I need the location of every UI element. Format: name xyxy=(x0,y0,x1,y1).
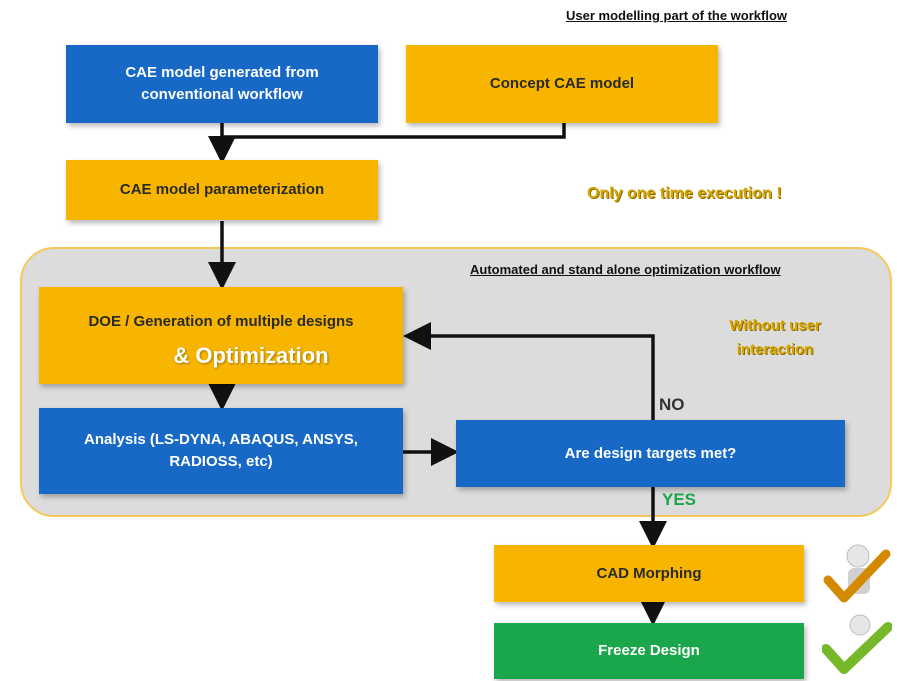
doe-box: DOE / Generation of multiple designs & O… xyxy=(39,287,403,384)
one-time-note: Only one time execution ! xyxy=(587,185,782,202)
parameterization-label: CAE model parameterization xyxy=(119,181,325,198)
no-label: NO xyxy=(659,395,685,414)
no-loop-arrow xyxy=(403,322,655,420)
concept-model-label: Concept CAE model xyxy=(489,75,635,92)
checkmark-icon xyxy=(822,614,892,674)
automation-panel-title: Automated and stand alone optimization w… xyxy=(470,262,781,277)
doe-label: DOE / Generation of multiple designs xyxy=(88,313,354,330)
analysis-label: Analysis (LS-DYNA, ABAQUS, ANSYS, RADIOS… xyxy=(84,431,358,470)
conventional-model-box: CAE model generated from conventional wo… xyxy=(66,45,378,123)
no-user-interaction-note: Without user interaction xyxy=(729,317,821,358)
freeze-design-label: Freeze Design xyxy=(598,642,700,659)
parameterization-box: CAE model parameterization xyxy=(66,160,378,220)
cad-morphing-box: CAD Morphing xyxy=(494,545,804,602)
person-with-check-icon xyxy=(823,544,891,603)
optimization-label: & Optimization xyxy=(173,343,329,368)
freeze-design-box: Freeze Design xyxy=(494,623,804,679)
targets-label: Are design targets met? xyxy=(564,444,737,462)
yes-label: YES xyxy=(662,490,697,509)
conventional-model-label: CAE model generated from conventional wo… xyxy=(125,64,319,103)
concept-model-box: Concept CAE model xyxy=(406,45,718,123)
analysis-box: Analysis (LS-DYNA, ABAQUS, ANSYS, RADIOS… xyxy=(39,408,403,494)
cad-morphing-label: CAD Morphing xyxy=(596,564,702,582)
targets-box: Are design targets met? xyxy=(456,420,845,487)
merge-connector xyxy=(220,123,566,139)
header-title: User modelling part of the workflow xyxy=(566,8,788,23)
